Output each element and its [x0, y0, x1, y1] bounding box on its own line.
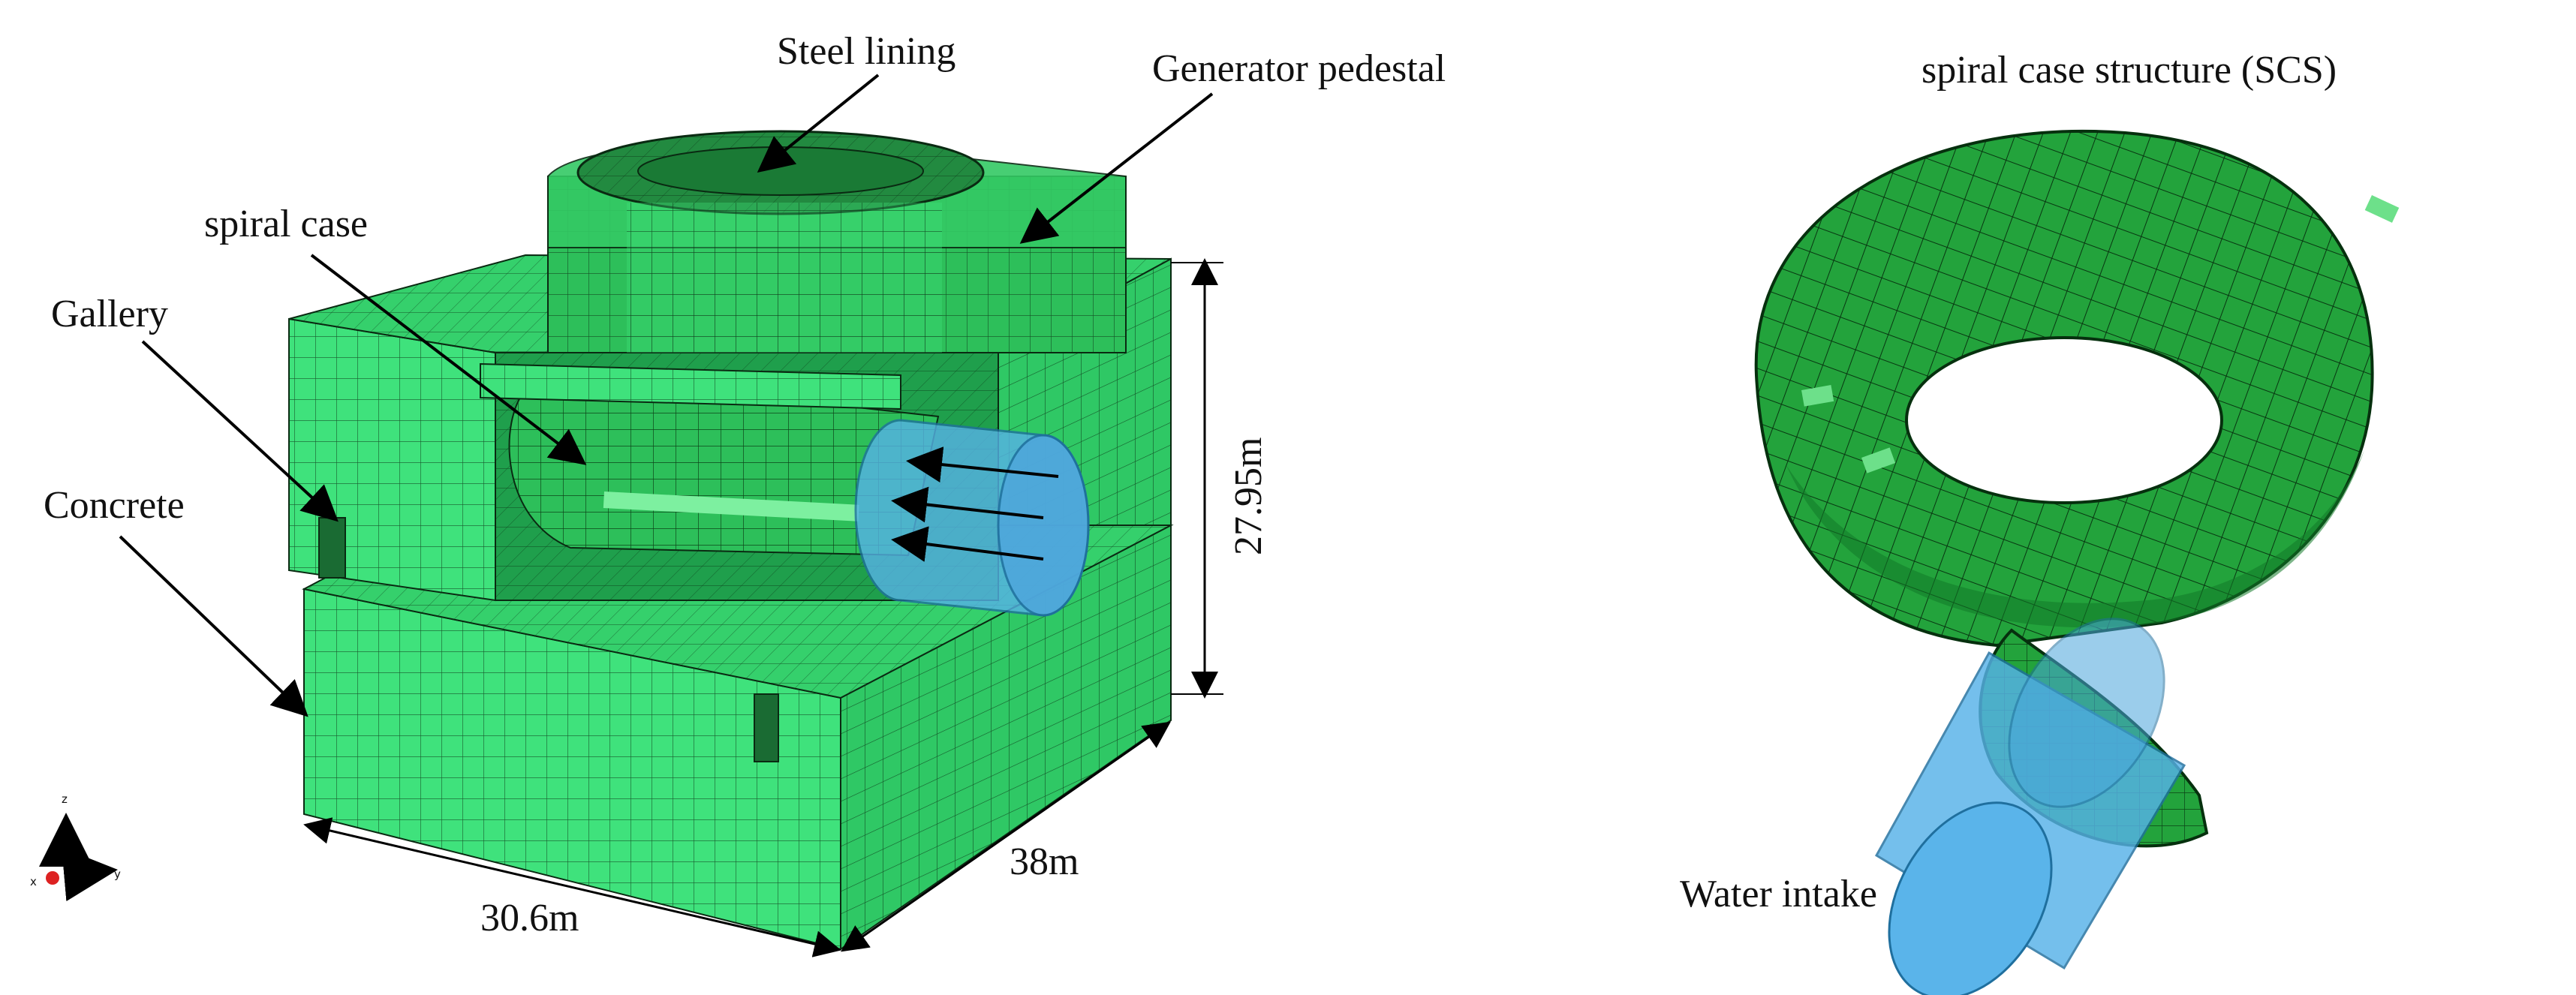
width-dimension-line	[303, 817, 841, 957]
axis-label-y: y	[114, 867, 121, 881]
label-height-dimension: 27.95m	[1227, 437, 1270, 555]
label-scs-title: spiral case structure (SCS)	[1921, 49, 2337, 92]
spiral-case-structure-model: spiral case structure (SCS) Water intake	[1680, 49, 2400, 995]
label-spiral-case: spiral case	[204, 203, 368, 245]
gallery-opening-right	[754, 693, 779, 762]
label-water-intake: Water intake	[1680, 873, 1877, 915]
gallery-opening	[318, 517, 346, 579]
axis-label-z: z	[62, 792, 68, 806]
depth-dimension-line	[841, 721, 1171, 952]
label-gallery: Gallery	[51, 293, 168, 335]
label-generator-pedestal: Generator pedestal	[1152, 47, 1446, 90]
label-depth-dimension: 38m	[1010, 840, 1079, 883]
axis-label-x: x	[30, 875, 37, 888]
label-concrete: Concrete	[44, 484, 185, 527]
powerhouse-block-model: Steel lining Generator pedestal spiral c…	[30, 30, 1446, 957]
axis-triad: z y x	[30, 792, 121, 902]
label-width-dimension: 30.6m	[480, 897, 579, 939]
label-steel-lining: Steel lining	[777, 30, 955, 73]
spiral-case-inner-hole	[1905, 336, 2223, 504]
